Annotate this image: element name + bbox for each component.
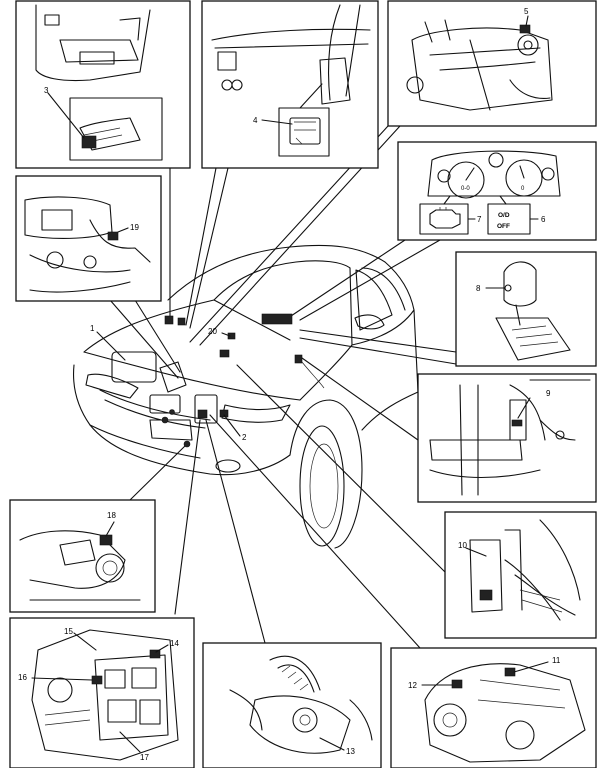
callout-6: 6 <box>541 215 546 224</box>
cluster-mark-right: 0 <box>521 186 525 192</box>
callout-16: 16 <box>18 673 27 682</box>
callout-13: 13 <box>346 747 355 756</box>
callout-3: 3 <box>44 86 49 95</box>
panel-output-sensor: 18 <box>9 499 156 613</box>
callout-19: 19 <box>130 223 139 232</box>
panel-shift-lever: 8 <box>455 251 597 367</box>
callout-15: 15 <box>64 627 73 636</box>
callout-17: 17 <box>140 753 149 762</box>
panel-meter-cluster: 0-0 0 O/D OFF 7 6 <box>397 141 597 241</box>
check-engine-icon <box>429 207 461 229</box>
callout-2: 2 <box>242 433 247 442</box>
callout-14: 14 <box>170 639 179 648</box>
panel-dash-underside: 3 <box>15 0 191 169</box>
callout-10: 10 <box>458 541 467 550</box>
panel-transaxle: 11 12 <box>390 647 597 768</box>
callout-8: 8 <box>476 284 481 293</box>
panel-instrument-relay: 4 <box>201 0 379 169</box>
callout-4: 4 <box>253 116 258 125</box>
panel-ecm: 10 <box>444 511 597 639</box>
car-callouts: 1 20 2 <box>90 324 247 442</box>
callout-20: 20 <box>208 327 217 336</box>
callout-5: 5 <box>524 7 529 16</box>
panel-range-switch: 13 <box>202 642 382 768</box>
cluster-mark-left: 0-0 <box>461 186 470 192</box>
vehicle-outline <box>73 244 419 549</box>
od-off-line2: OFF <box>497 223 510 230</box>
callout-12: 12 <box>408 681 417 690</box>
panel-transmission-top: 5 <box>387 0 597 127</box>
callout-11: 11 <box>552 656 561 665</box>
od-off-line1: O/D <box>498 212 510 219</box>
panel-throttle-sensor: 19 <box>15 175 162 302</box>
callout-18: 18 <box>107 511 116 520</box>
callout-1: 1 <box>90 324 95 333</box>
panel-brake-switch: 9 <box>417 373 597 503</box>
panel-valve-body: 15 14 16 17 <box>9 617 195 768</box>
callout-7: 7 <box>477 215 482 224</box>
callout-9: 9 <box>546 389 551 398</box>
